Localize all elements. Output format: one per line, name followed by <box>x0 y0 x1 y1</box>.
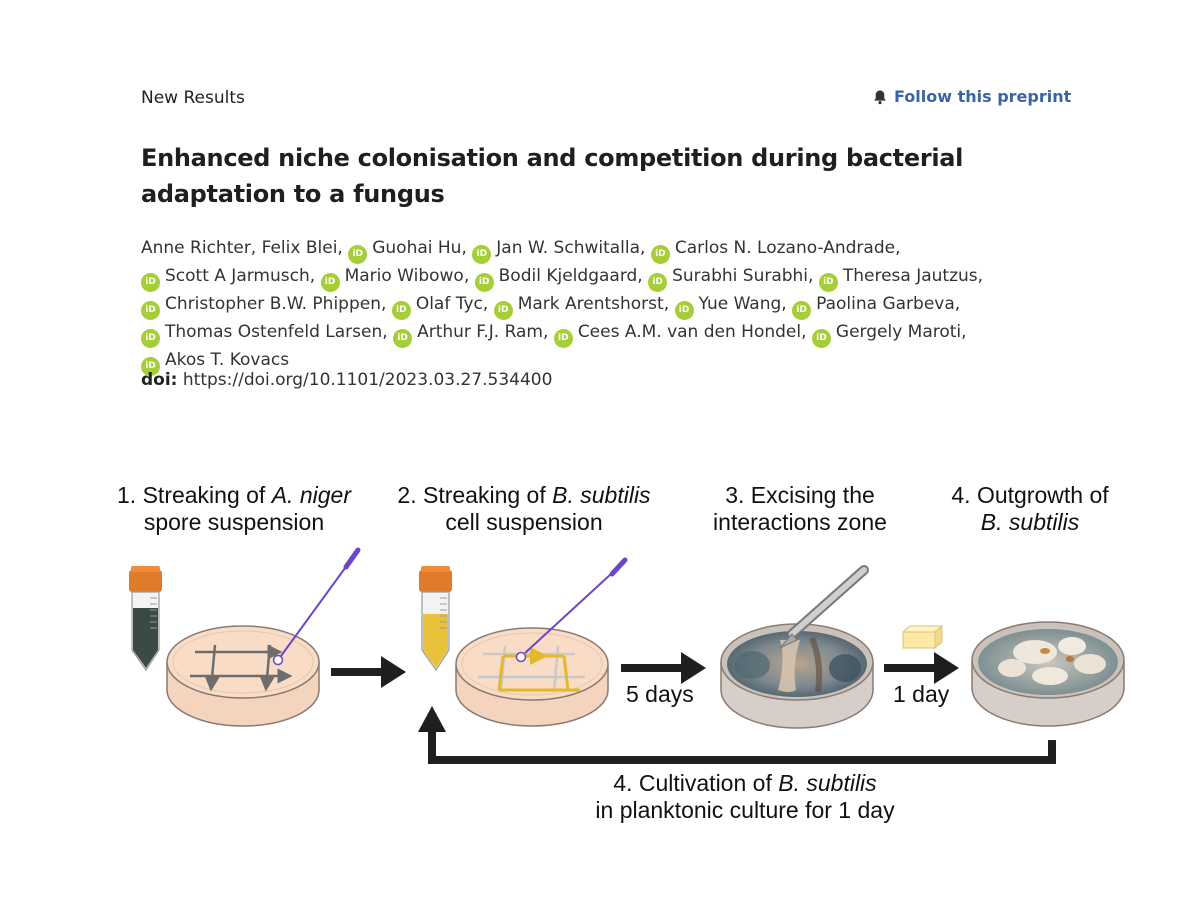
step2-species: B. subtilis <box>552 482 651 508</box>
orcid-icon[interactable]: iD <box>474 273 494 292</box>
orcid-icon[interactable]: iD <box>818 273 838 292</box>
author-name: Thomas Ostenfeld Larsen, <box>165 322 388 342</box>
orcid-icon[interactable]: iD <box>320 273 340 292</box>
author-name: Surabhi Surabhi, <box>672 266 814 286</box>
author-name: Olaf Tyc, <box>415 294 489 314</box>
author-name: Anne Richter, <box>141 238 257 258</box>
orcid-icon[interactable]: iD <box>811 329 831 348</box>
orcid-icon[interactable]: iD <box>648 273 668 292</box>
article-section-label: New Results <box>141 88 245 108</box>
follow-preprint-label: Follow this preprint <box>894 87 1072 106</box>
author-name: Mario Wibowo, <box>344 266 470 286</box>
scalpel-tool <box>779 565 869 649</box>
orcid-icon[interactable]: iD <box>141 301 160 320</box>
orcid-icon[interactable]: iD <box>472 245 492 264</box>
orcid-icon[interactable]: iD <box>792 301 812 320</box>
step2-label: 2. Streaking of B. subtilis cell suspens… <box>397 482 651 535</box>
author-name: Felix Blei, <box>261 238 343 258</box>
agar-cube <box>901 624 944 650</box>
process-arrow-1 <box>331 656 406 688</box>
spore-suspension-tube <box>129 566 162 672</box>
author-name: Paolina Garbeva, <box>816 294 961 314</box>
orcid-icon[interactable]: iD <box>393 329 413 348</box>
step4-label: 4. Outgrowth of B. subtilis <box>951 482 1109 535</box>
author-item[interactable]: Anne Richter, <box>141 238 256 258</box>
author-item[interactable]: Felix Blei, <box>262 238 343 258</box>
cell-suspension-tube <box>419 566 452 672</box>
author-item[interactable]: iD Thomas Ostenfeld Larsen, <box>141 322 388 348</box>
author-name: Jan W. Schwitalla, <box>496 238 646 258</box>
author-item[interactable]: iD Christopher B.W. Phippen, <box>141 294 387 320</box>
doi-line: doi: https://doi.org/10.1101/2023.03.27.… <box>141 370 552 390</box>
interval-label-1: 5 days <box>626 681 694 707</box>
author-name: Christopher B.W. Phippen, <box>165 294 387 314</box>
author-item[interactable]: iD Scott A Jarmusch, <box>141 266 316 292</box>
loop-label: 4. Cultivation of B. subtilis in plankto… <box>595 770 895 823</box>
orcid-icon[interactable]: iD <box>674 301 694 320</box>
orcid-icon[interactable]: iD <box>348 245 368 264</box>
author-name: Akos T. Kovacs <box>165 350 290 370</box>
orcid-icon[interactable]: iD <box>141 273 160 292</box>
orcid-icon[interactable]: iD <box>650 245 670 264</box>
process-arrow-2 <box>621 652 706 684</box>
step3-label: 3. Excising the interactions zone <box>713 482 887 535</box>
petri-dish-step2 <box>455 627 609 727</box>
step1-species: A. niger <box>271 482 351 508</box>
inoculation-loop-step1 <box>272 547 361 666</box>
author-item[interactable]: iD Akos T. Kovacs <box>141 350 290 376</box>
orcid-icon[interactable]: iD <box>141 357 160 376</box>
author-name: Bodil Kjeldgaard, <box>498 266 643 286</box>
interval-label-2: 1 day <box>893 681 950 707</box>
orcid-icon[interactable]: iD <box>391 301 411 320</box>
author-name: Carlos N. Lozano-Andrade, <box>674 238 901 258</box>
author-name: Guohai Hu, <box>372 238 467 258</box>
author-name: Scott A Jarmusch, <box>165 266 316 286</box>
step1-label: 1. Streaking of A. niger spore suspensio… <box>117 482 351 535</box>
author-name: Theresa Jautzus, <box>842 266 984 286</box>
loop-species: B. subtilis <box>778 770 877 796</box>
orcid-icon[interactable]: iD <box>141 329 160 348</box>
author-name: Arthur F.J. Ram, <box>417 322 549 342</box>
petri-dish-step1 <box>166 625 320 727</box>
inoculation-loop-step2 <box>515 557 628 663</box>
author-name: Gergely Maroti, <box>835 322 967 342</box>
petri-dish-step4 <box>971 621 1125 727</box>
doi-link[interactable]: https://doi.org/10.1101/2023.03.27.53440… <box>182 370 553 390</box>
author-name: Mark Arentshorst, <box>517 294 670 314</box>
loop-back-arrow <box>418 706 1056 764</box>
doi-label: doi: <box>141 370 178 390</box>
author-name: Cees A.M. van den Hondel, <box>577 322 807 342</box>
follow-preprint-link[interactable]: Follow this preprint <box>872 87 1071 106</box>
paper-title: Enhanced niche colonisation and competit… <box>141 144 964 208</box>
orcid-icon[interactable]: iD <box>493 301 513 320</box>
author-name: Yue Wang, <box>698 294 787 314</box>
petri-dish-step3 <box>720 623 874 729</box>
bell-icon <box>874 90 886 104</box>
process-arrow-3 <box>884 652 959 684</box>
orcid-icon[interactable]: iD <box>553 329 573 348</box>
step4-species: B. subtilis <box>980 509 1080 535</box>
